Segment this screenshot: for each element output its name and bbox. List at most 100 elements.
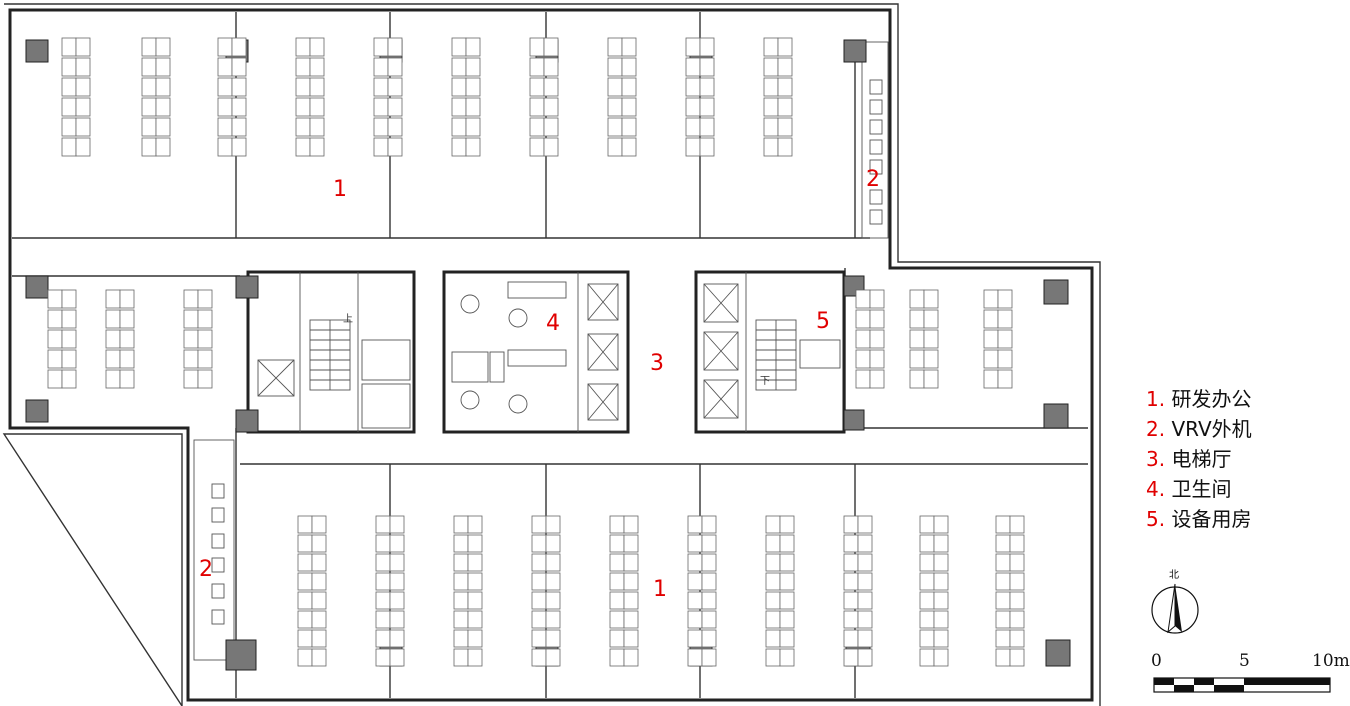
desk — [217, 37, 233, 57]
desk — [983, 329, 999, 349]
desk — [779, 610, 795, 629]
desk — [777, 57, 793, 77]
desk — [545, 553, 561, 572]
desk — [843, 534, 859, 553]
desk — [197, 329, 213, 349]
desk — [933, 629, 949, 648]
desk — [623, 534, 639, 553]
desk — [389, 610, 405, 629]
desk — [995, 553, 1011, 572]
desk — [311, 591, 327, 610]
desk — [183, 369, 199, 389]
room-label-office-south: 1 — [653, 577, 667, 602]
desk — [453, 648, 469, 667]
desk — [183, 309, 199, 329]
desk — [309, 77, 325, 97]
desk — [119, 369, 135, 389]
desk — [763, 97, 779, 117]
desk — [609, 629, 625, 648]
desk — [857, 572, 873, 591]
desk — [607, 57, 623, 77]
room-label-restroom: 4 — [546, 311, 560, 336]
desk — [607, 97, 623, 117]
desk — [375, 515, 391, 534]
desk — [933, 572, 949, 591]
desk — [231, 97, 247, 117]
desk — [531, 534, 547, 553]
desk — [607, 37, 623, 57]
core-east — [694, 270, 846, 434]
desk — [61, 77, 77, 97]
desk — [621, 117, 637, 137]
desk — [531, 572, 547, 591]
desk — [857, 553, 873, 572]
desk — [1009, 591, 1025, 610]
desk — [933, 534, 949, 553]
desk — [467, 591, 483, 610]
desk — [453, 629, 469, 648]
stair-up-mark: 上 — [343, 313, 353, 325]
desk — [311, 648, 327, 667]
desk — [61, 37, 77, 57]
desk — [997, 349, 1013, 369]
desk — [453, 553, 469, 572]
desk — [983, 289, 999, 309]
desk — [763, 57, 779, 77]
desk — [919, 515, 935, 534]
desk — [609, 515, 625, 534]
desk — [1009, 572, 1025, 591]
desk — [197, 349, 213, 369]
desk — [155, 57, 171, 77]
desk — [623, 610, 639, 629]
desk — [217, 97, 233, 117]
desk — [923, 369, 939, 389]
stair-down-mark: 下 — [760, 376, 770, 387]
desk — [857, 629, 873, 648]
desk — [373, 97, 389, 117]
desk — [779, 591, 795, 610]
desk — [919, 610, 935, 629]
desk — [531, 610, 547, 629]
desk — [309, 57, 325, 77]
desk — [61, 329, 77, 349]
desk — [75, 117, 91, 137]
desk — [183, 329, 199, 349]
desk — [701, 629, 717, 648]
desk — [765, 629, 781, 648]
desk — [387, 97, 403, 117]
desk — [623, 591, 639, 610]
desk — [467, 534, 483, 553]
workstation-desks — [47, 37, 1025, 667]
desk — [857, 610, 873, 629]
desk — [779, 629, 795, 648]
desk — [119, 329, 135, 349]
core-west — [246, 270, 416, 434]
desk — [375, 534, 391, 553]
desk — [311, 629, 327, 648]
desk — [545, 572, 561, 591]
desk — [623, 572, 639, 591]
desk — [453, 591, 469, 610]
desk — [451, 117, 467, 137]
desk — [47, 329, 63, 349]
desk — [297, 648, 313, 667]
desk — [919, 572, 935, 591]
desk — [933, 648, 949, 667]
desk — [311, 572, 327, 591]
desk — [779, 553, 795, 572]
desk — [843, 515, 859, 534]
desk — [75, 57, 91, 77]
desk — [451, 97, 467, 117]
desk — [701, 610, 717, 629]
desk — [297, 572, 313, 591]
desk — [1009, 534, 1025, 553]
desk — [529, 77, 545, 97]
desk — [141, 97, 157, 117]
desk — [183, 349, 199, 369]
desk — [701, 648, 717, 667]
desk — [467, 572, 483, 591]
desk — [217, 117, 233, 137]
desk — [529, 97, 545, 117]
desk — [155, 117, 171, 137]
desk — [699, 97, 715, 117]
